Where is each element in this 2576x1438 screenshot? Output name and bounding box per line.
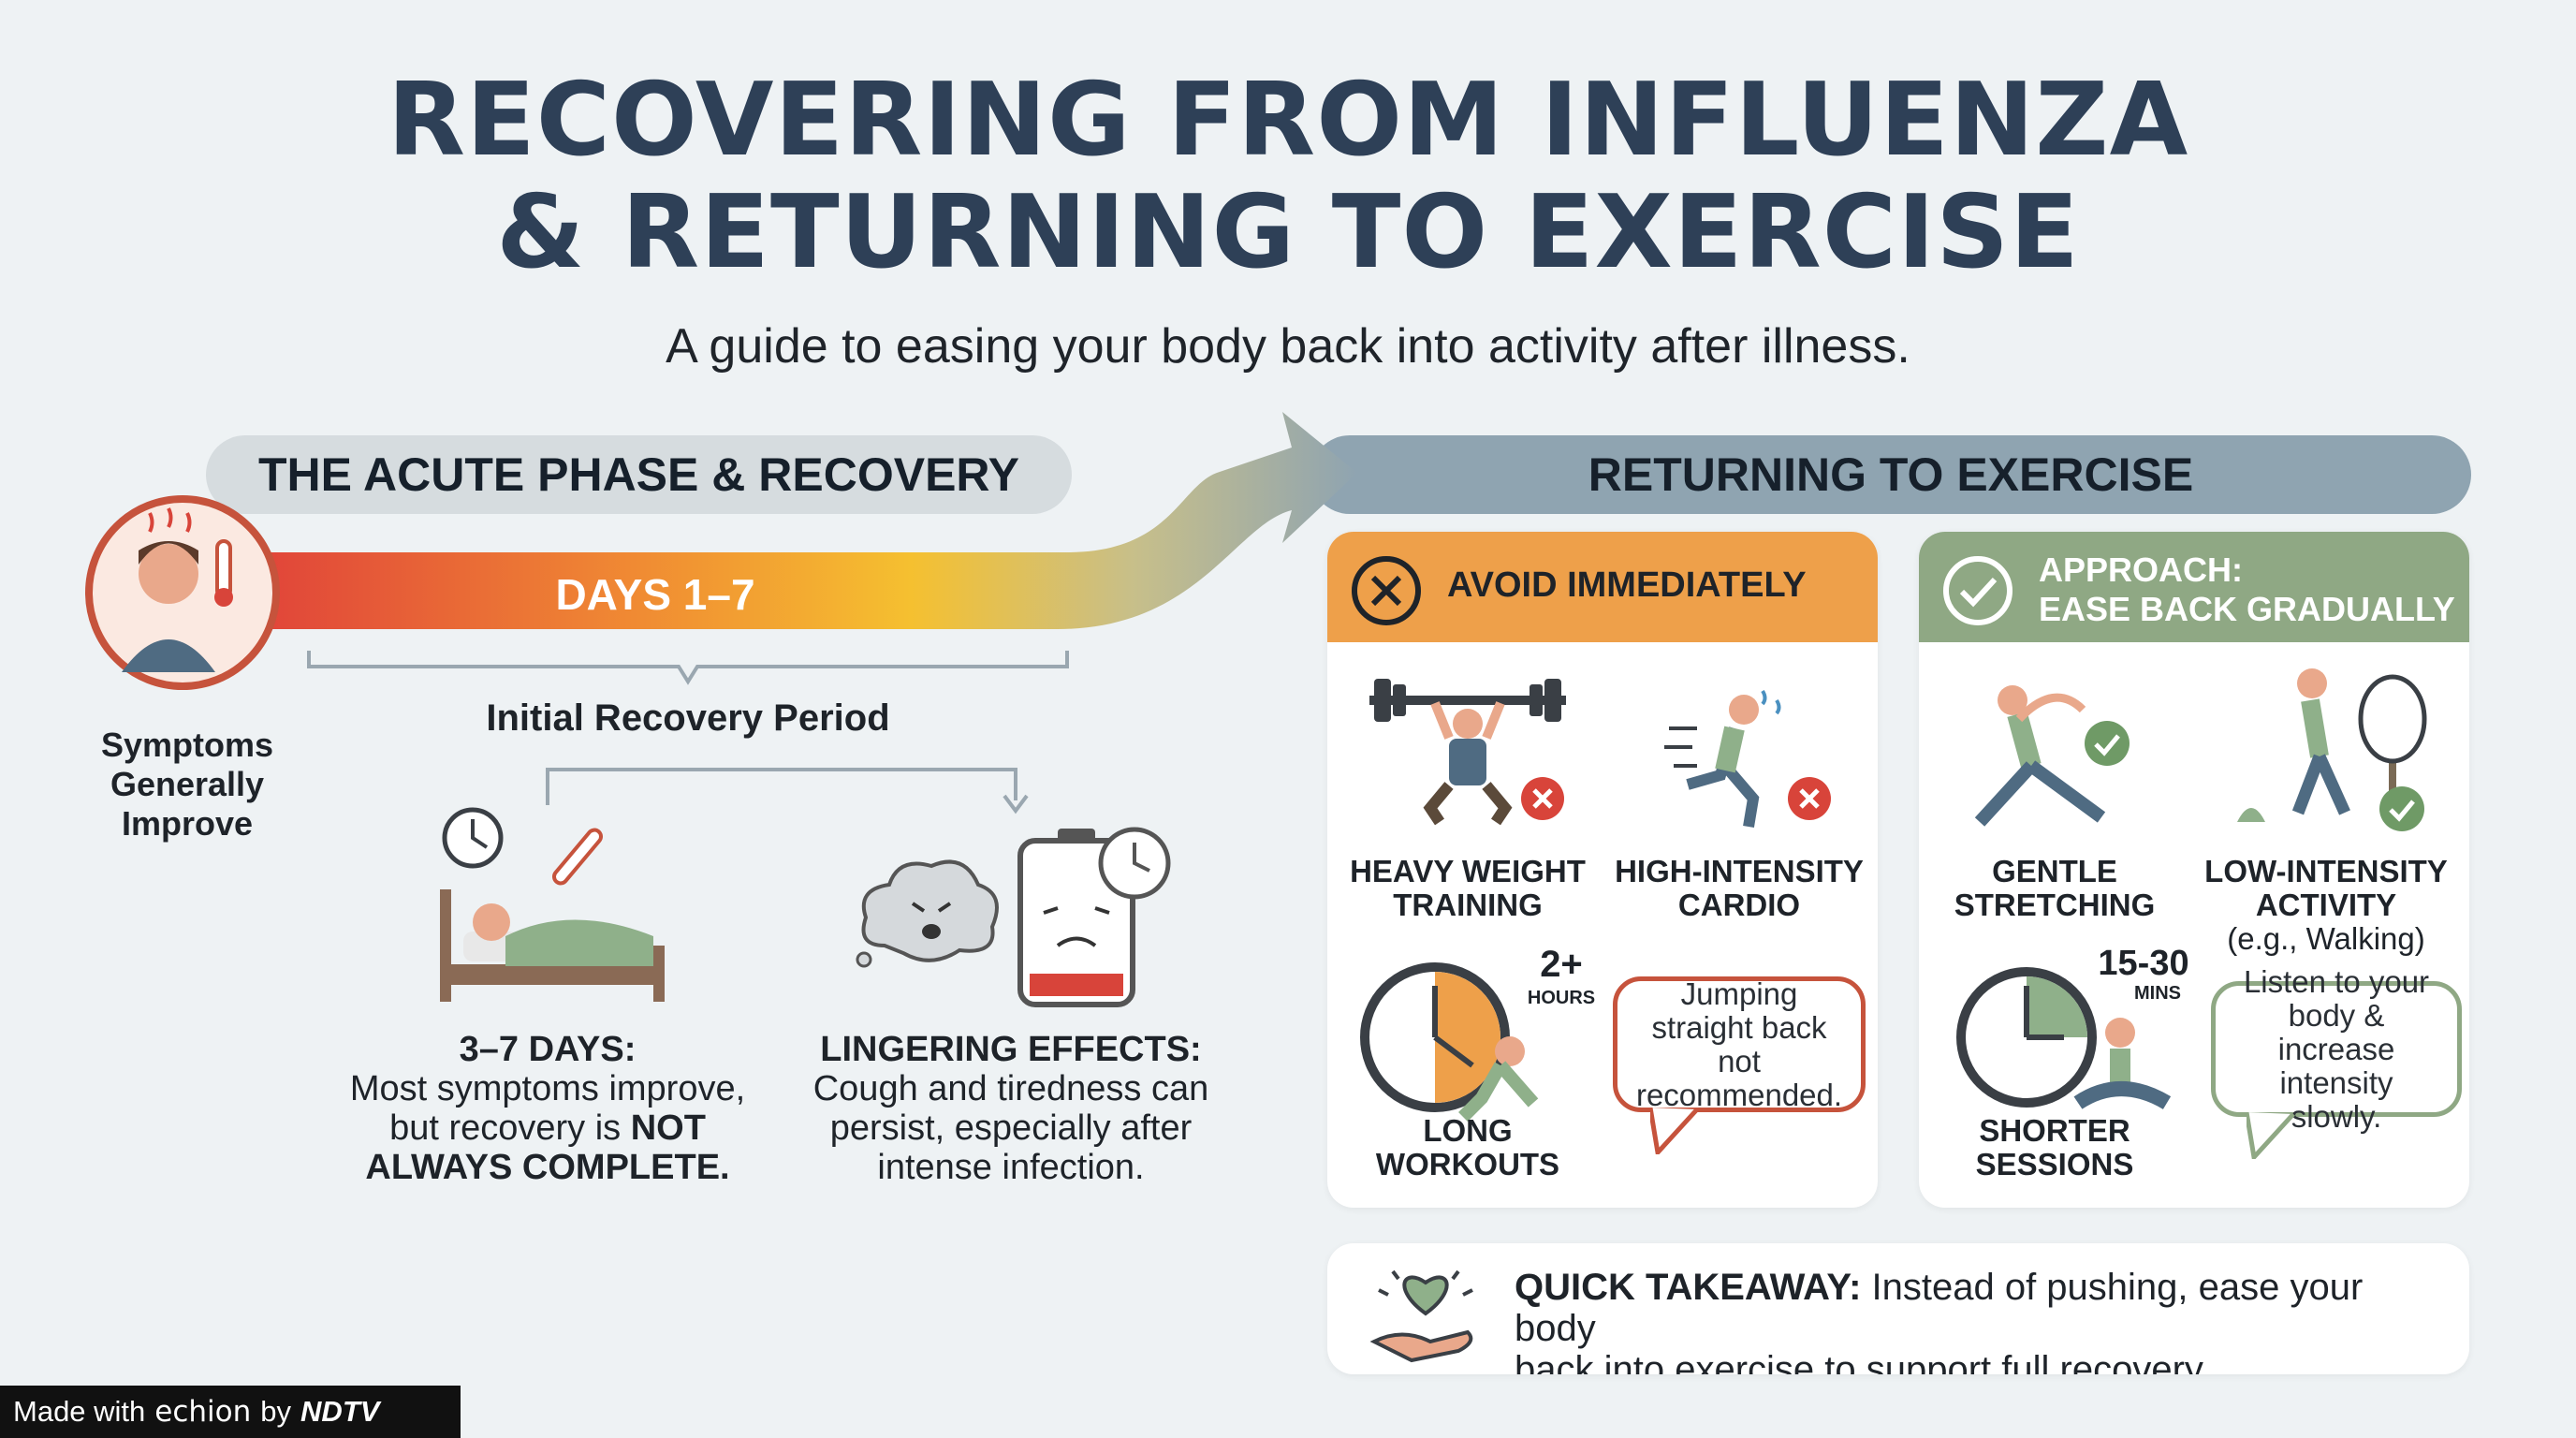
avoid-item1-line2: TRAINING: [1393, 888, 1543, 922]
card2-line1: Cough and tiredness can: [812, 1069, 1209, 1108]
connector-bracket: [546, 768, 1017, 805]
sick-person-icon: [84, 494, 281, 691]
approach-item1-line2: STRETCHING: [1954, 888, 2156, 922]
approach-title-line1: APPROACH:: [2039, 550, 2244, 589]
avoid-bubble-line3: recommended.: [1635, 1077, 1843, 1112]
approach-title-line2: EASE BACK GRADUALLY: [2039, 590, 2455, 628]
days-gradient-arrow: [243, 412, 1357, 629]
symptoms-label: Symptoms Generally Improve: [100, 726, 274, 843]
avoid-item1-line1: HEAVY WEIGHT: [1350, 854, 1586, 888]
tree-icon: [2358, 674, 2427, 822]
takeaway-line2: back into exercise to support full recov…: [1515, 1349, 2212, 1374]
approach-item1-line1: GENTLE: [1992, 854, 2117, 888]
x-badge-icon: [1786, 775, 1833, 822]
x-circle-icon: [1352, 556, 1421, 625]
meditation-icon: [1956, 944, 2190, 1131]
approach-bubble: Listen to your body & increase intensity…: [2211, 964, 2462, 1133]
takeaway-label: QUICK TAKEAWAY:: [1515, 1267, 1862, 1308]
x-badge-icon: [1519, 775, 1566, 822]
approach-card: APPROACH: EASE BACK GRADUALLY GENTLE STR…: [1919, 532, 2469, 1208]
avoid-item2-label: HIGH-INTENSITY CARDIO: [1603, 855, 1875, 922]
avoid-item1-label: HEAVY WEIGHT TRAINING: [1337, 855, 1599, 922]
card2-text: LINGERING EFFECTS: Cough and tiredness c…: [777, 1030, 1245, 1187]
hours-unit: HOURS: [1527, 988, 1596, 1008]
heart-hand-icon: [1365, 1262, 1486, 1365]
brand-ndtv: NDTV: [300, 1395, 380, 1428]
approach-card-header: APPROACH: EASE BACK GRADUALLY: [1919, 532, 2469, 642]
card1-line1: Most symptoms improve,: [349, 1069, 746, 1108]
avoid-item3-label: LONG WORKOUTS: [1337, 1114, 1599, 1181]
brand-echion: echion: [154, 1395, 252, 1429]
approach-bubble-line3: intensity slowly.: [2279, 1064, 2393, 1134]
card2-heading: LINGERING EFFECTS:: [820, 1030, 1202, 1069]
bubble-tail: [1650, 1108, 1699, 1154]
initial-recovery-label: Initial Recovery Period: [486, 697, 890, 739]
walking-icon: [2228, 663, 2443, 831]
mins-value: 15-30: [2098, 944, 2189, 983]
page-title-line1: RECOVERING FROM INFLUENZA: [387, 62, 2189, 179]
approach-item1-label: GENTLE STRETCHING: [1924, 855, 2186, 922]
hours-value: 2+: [1540, 944, 1583, 985]
bubble-tail: [2247, 1112, 2295, 1159]
approach-item2-line2: ACTIVITY: [2255, 888, 2397, 922]
bed-icon: [431, 805, 674, 1011]
avoid-item3-line1: LONG: [1423, 1113, 1513, 1148]
acute-header-bg: [206, 435, 1072, 514]
check-badge-icon: [2083, 719, 2131, 768]
page-title-line2: & RETURNING TO EXERCISE: [496, 174, 2080, 291]
runner-icon: [1660, 672, 1819, 831]
avoid-bubble: Jumping straight back not recommended.: [1613, 976, 1866, 1112]
approach-title: APPROACH: EASE BACK GRADUALLY: [2039, 550, 2455, 629]
takeaway-card: QUICK TAKEAWAY: Instead of pushing, ease…: [1327, 1243, 2469, 1374]
takeaway-text: QUICK TAKEAWAY: Instead of pushing, ease…: [1515, 1267, 2451, 1374]
timer-clock-icon: [1360, 944, 1594, 1131]
acute-phase-header: THE ACUTE PHASE & RECOVERY: [257, 448, 1020, 501]
approach-item3-label: SHORTER SESSIONS: [1924, 1114, 2186, 1181]
recovery-bracket: [307, 651, 1069, 685]
card1-emph1: NOT: [630, 1108, 706, 1148]
exercise-header-bg: [1310, 435, 2471, 514]
card1-line2: but recovery is: [389, 1108, 622, 1148]
avoid-item2-line2: CARDIO: [1677, 888, 1801, 922]
avoid-card-header: AVOID IMMEDIATELY: [1327, 532, 1878, 642]
approach-bubble-line1: Listen to your: [2243, 963, 2430, 999]
card2-line3: intense infection.: [877, 1148, 1145, 1187]
card1-emph2: ALWAYS COMPLETE.: [365, 1148, 730, 1187]
made-with-text: Made with: [13, 1395, 146, 1428]
avoid-bubble-line1: Jumping: [1680, 976, 1798, 1011]
approach-item2-label: LOW-INTENSITY ACTIVITY (e.g., Walking): [2190, 855, 2462, 956]
card2-line2: persist, especially after: [829, 1108, 1193, 1148]
low-battery-icon: [1011, 824, 1179, 1011]
approach-bubble-line2: body & increase: [2277, 997, 2395, 1066]
mins-unit: MINS: [2134, 983, 2181, 1004]
avoid-card: AVOID IMMEDIATELY HEAVY WEIGHT TRAINING: [1327, 532, 1878, 1208]
approach-item3-line2: SESSIONS: [1975, 1147, 2134, 1181]
avoid-bubble-line2: straight back not: [1651, 1009, 1827, 1078]
avoid-item2-line1: HIGH-INTENSITY: [1615, 854, 1864, 888]
card1-text: 3–7 DAYS: Most symptoms improve, but rec…: [337, 1030, 758, 1187]
avoid-title: AVOID IMMEDIATELY: [1447, 565, 1807, 605]
returning-exercise-header: RETURNING TO EXERCISE: [1588, 448, 2194, 501]
page-subtitle: A guide to easing your body back into ac…: [666, 319, 1910, 374]
avoid-item3-line2: WORKOUTS: [1375, 1147, 1560, 1181]
approach-item2-line1: LOW-INTENSITY: [2204, 854, 2448, 888]
takeaway-line1: Instead of pushing, ease your body: [1515, 1267, 2364, 1349]
by-text: by: [260, 1395, 292, 1428]
check-badge-icon: [2378, 785, 2426, 833]
cough-cloud-icon: [847, 843, 1006, 983]
check-circle-icon: [1943, 556, 2012, 625]
approach-item3-line1: SHORTER: [1979, 1113, 2130, 1148]
made-with-badge[interactable]: Made with echion by NDTV: [0, 1386, 461, 1438]
stretching-icon: [1961, 672, 2130, 831]
days-bar-label: DAYS 1–7: [555, 570, 755, 619]
weightlifter-icon: [1360, 668, 1575, 827]
card1-heading: 3–7 DAYS:: [459, 1030, 637, 1069]
approach-item2-line3: (e.g., Walking): [2227, 921, 2425, 956]
